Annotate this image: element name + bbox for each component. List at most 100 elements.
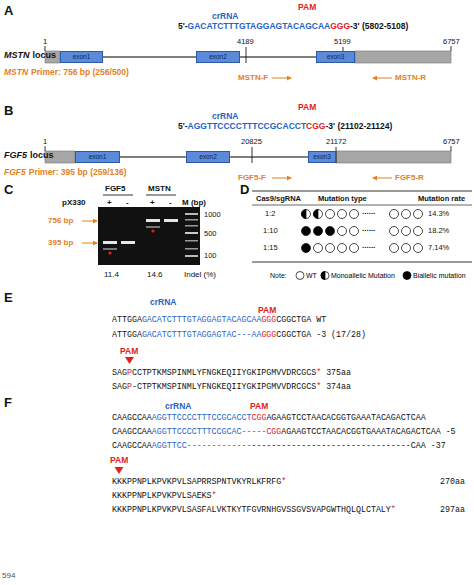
text-run: 500: [204, 230, 217, 238]
legend-item: Biallelic mutation: [413, 272, 466, 279]
figure-label: PAM: [110, 456, 128, 465]
figure-label: CGG: [266, 428, 281, 436]
exon-box: exon1: [60, 51, 103, 63]
text-run: 5'-GACATCTTTGTAGGAGTACAGCAAGGG-3' (5802-…: [178, 22, 408, 31]
primer-arrow: [272, 178, 291, 179]
text-run: F: [4, 396, 12, 409]
text-run: PAM: [298, 103, 316, 112]
wt-circle: [390, 227, 399, 236]
legend-sample: [296, 272, 304, 280]
figure-label: MSTN-F: [238, 74, 268, 82]
wt-circle: [326, 210, 335, 219]
text-run: PAM: [120, 347, 138, 356]
gel-band: [146, 219, 160, 222]
figure-label: *: [281, 478, 286, 486]
figure-label: 1000: [204, 211, 221, 219]
figure-label: Mutation rate: [418, 195, 465, 203]
text-run: Indel (%): [184, 271, 216, 279]
figure-label: AA: [251, 331, 261, 339]
figure-label: CGG: [306, 122, 325, 131]
figure-label: 270aa: [440, 478, 465, 486]
text-run: -: [169, 199, 172, 207]
text-run: 18.2%: [428, 227, 449, 235]
figure-label: 297aa: [440, 506, 465, 514]
figure-label: FGF5: [4, 168, 26, 177]
text-run: 1000: [204, 211, 221, 219]
text-run: 297aa: [440, 506, 465, 514]
gel-band: [164, 219, 178, 222]
text-run: KKKPPNPLKPVKPVLSAEKS*: [112, 492, 217, 500]
utr-box: [336, 151, 451, 163]
figure-label: AGAAGTCCTAACACGGTGAAATACAGACTCAA: [266, 414, 425, 422]
text-run: 11.4: [104, 271, 119, 279]
table-rule: [252, 205, 472, 206]
figure-label: CAAGCCAA: [112, 414, 152, 422]
text-run: 1:2: [265, 210, 275, 218]
figure-label: *: [316, 369, 321, 377]
text-run: MSTNPrimer: 756 bp (256/500): [4, 68, 129, 77]
figure-label: FGF5-F: [238, 174, 266, 182]
wt-circle: [414, 227, 423, 236]
exon-box: exon3: [308, 151, 336, 163]
exon-label: exon3: [313, 154, 331, 161]
figure-label: 20825: [241, 138, 262, 146]
figure-label: 7.14%: [428, 244, 449, 252]
figure-label: KKKPPNPLKPVKPVLSAEKS: [112, 492, 212, 500]
figure-label: WT: [316, 316, 326, 324]
figure-label: crRNA: [212, 12, 238, 21]
figure-label: CAAGCCAA: [112, 428, 152, 436]
figure-label: 18.2%: [428, 227, 449, 235]
group-bar: [146, 195, 176, 196]
text-run: 14.6: [147, 271, 163, 279]
wt-circle: [314, 244, 323, 253]
text-run: MSTN-R: [395, 74, 426, 82]
figure-label: AGGTTCCCCTTTCCGCACCT: [188, 122, 307, 131]
figure-label: AGGTTCC: [152, 442, 187, 450]
text-run: KKKPPNPLKPVKPVLSAPRRSPNTVKYRLKFRFG*: [112, 478, 286, 486]
figure-label: 5199: [334, 38, 351, 46]
figure-label: Indel (%): [184, 271, 216, 279]
figure-label: 5'-: [178, 22, 188, 31]
marker-band: [185, 213, 198, 215]
text-run: PAM: [298, 3, 316, 12]
figure-label: SAG: [112, 369, 127, 377]
pam-pointer: [125, 357, 134, 364]
text-run: 395 bp: [48, 239, 73, 247]
figure-label: FGF5: [4, 151, 27, 160]
text-run: 1:15: [263, 244, 278, 252]
figure-label: 21172: [326, 138, 346, 146]
figure-label: locus: [30, 151, 54, 160]
table-rule: [252, 262, 472, 263]
wt-circle: [402, 227, 411, 236]
text-run: 100: [204, 252, 217, 260]
figure-label: 1:10: [263, 227, 278, 235]
figure-label: crRNA: [165, 402, 191, 411]
exon-box: exon1: [75, 151, 120, 163]
intron-line: [103, 57, 196, 58]
text-run: crRNA: [165, 402, 191, 411]
band-arrow: [82, 243, 97, 244]
figure-label: ......: [362, 242, 375, 250]
exon-label: exon3: [327, 54, 345, 61]
figure-label: 14.6: [147, 271, 163, 279]
figure-label: Primer: 395 bp (259/136): [29, 168, 127, 177]
figure-label: AGGTTCCCCTTTCCGCAC: [152, 428, 242, 436]
biallelic-circle: [314, 227, 323, 236]
figure-label: CAA: [411, 442, 426, 450]
text-run: 6757: [443, 38, 460, 46]
text-run: ......: [362, 225, 375, 233]
figure-label: CAAGCCAA: [112, 442, 152, 450]
text-run: 6757: [443, 138, 460, 146]
figure-label: MSTN-R: [395, 74, 426, 82]
figure-label: 6757: [443, 138, 460, 146]
figure-label: *: [212, 492, 217, 500]
text-run: ......: [362, 208, 375, 216]
position-tick: [246, 47, 247, 63]
gel-band: [103, 248, 117, 250]
figure-label: crRNA: [150, 298, 176, 307]
figure-label: -----: [241, 428, 266, 436]
intron-line: [230, 157, 308, 158]
text-run: D: [240, 183, 249, 196]
text-run: crRNA: [150, 298, 176, 307]
figure-label: Note:: [270, 272, 287, 279]
